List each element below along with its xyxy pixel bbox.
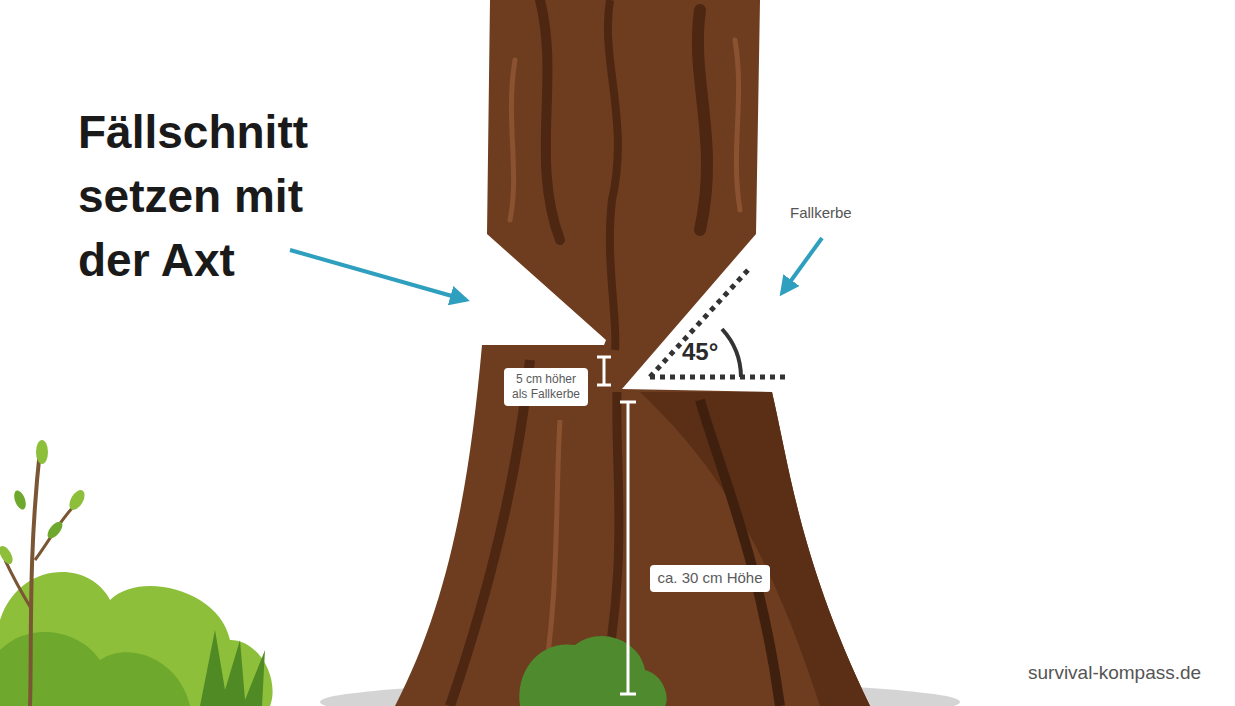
dimension-text: 5 cm höher als Fallkerbe bbox=[511, 372, 581, 402]
pointer-arrows bbox=[290, 238, 822, 300]
watermark: survival-kompass.de bbox=[1028, 661, 1228, 685]
callout-label: Fallkerbe bbox=[790, 204, 910, 222]
callout-title: Fällschnitt setzen mit der Axt bbox=[78, 100, 378, 292]
angle-label: 45° bbox=[682, 338, 752, 366]
bark-grain bbox=[450, 0, 900, 706]
angle-marker bbox=[650, 270, 786, 377]
dimension-lines bbox=[597, 357, 636, 694]
dimension-text: ca. 30 cm Höhe bbox=[657, 569, 763, 588]
plants bbox=[0, 440, 667, 706]
dimension-label-box: 5 cm höher als Fallkerbe bbox=[504, 368, 588, 406]
dimension-label-box: ca. 30 cm Höhe bbox=[650, 565, 770, 592]
